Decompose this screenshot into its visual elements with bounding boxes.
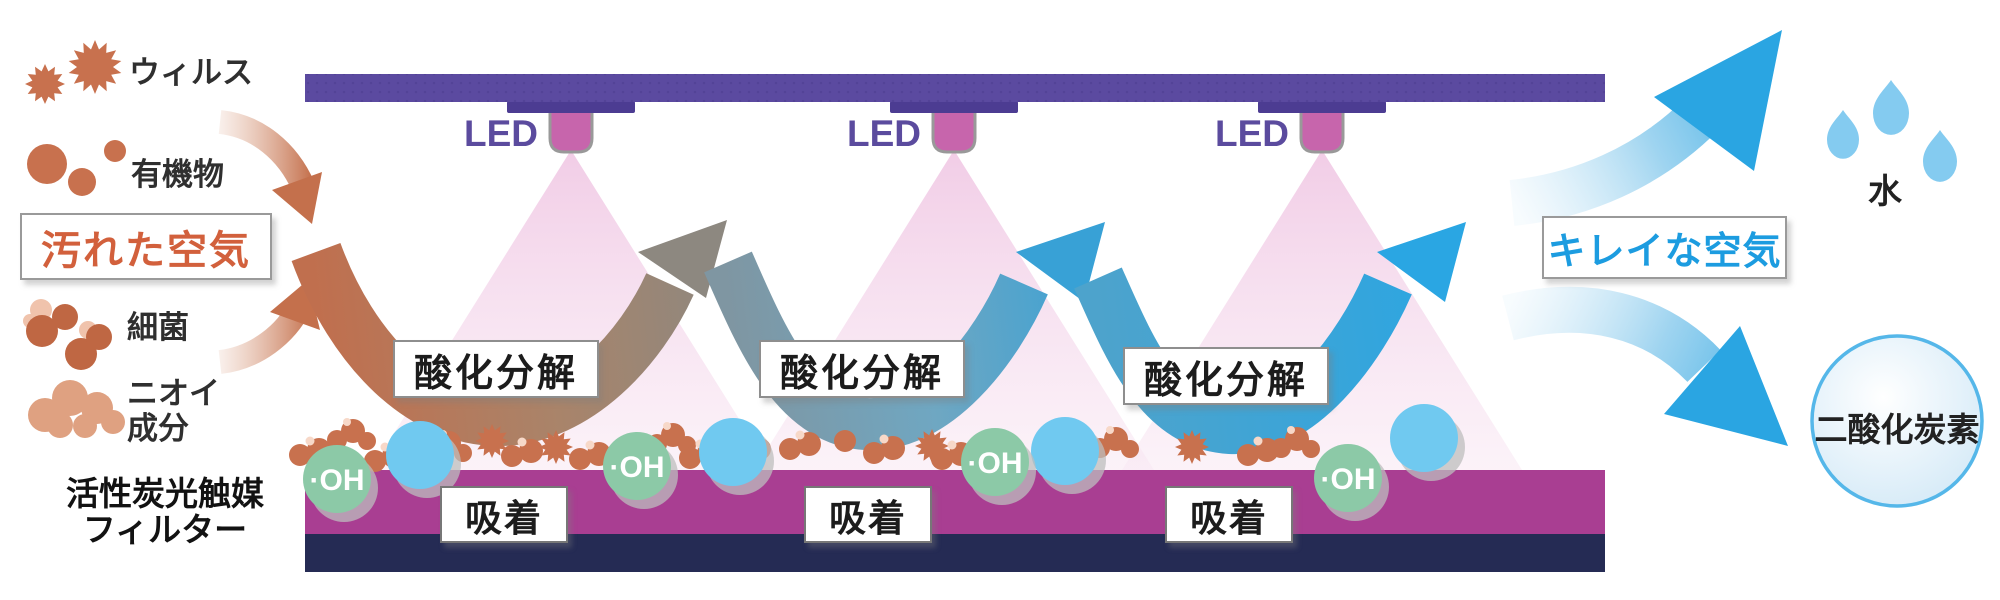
virus-particle <box>475 424 509 458</box>
oh-radical-label: ·OH <box>310 464 365 497</box>
odor-cloud-icon <box>73 414 97 438</box>
oh-radical-icon <box>303 445 371 513</box>
led-mounts <box>507 101 1386 113</box>
organic-matter-icon <box>104 140 126 162</box>
adsorption-label-1: 吸着 <box>465 497 543 539</box>
blue-molecule-icon <box>1390 404 1458 472</box>
water-label: 水 <box>1868 173 1902 211</box>
inlet-arrow-head <box>272 172 322 224</box>
top-led-bar <box>305 74 1605 102</box>
oh-radical-icon <box>603 432 671 500</box>
organic-matter-icon <box>27 144 67 184</box>
water-drop-icon <box>1873 80 1909 135</box>
blue-molecule-icon <box>699 418 767 486</box>
bacteria-icon <box>65 338 97 370</box>
clean-air-up-arrow <box>1509 97 1719 226</box>
virus-particle <box>915 429 949 463</box>
led-label-2: LED <box>847 113 921 154</box>
organic-label: 有機物 <box>131 157 224 192</box>
organic-particle <box>834 430 856 452</box>
virus-particle <box>539 430 573 464</box>
odor-cloud-icon <box>52 380 88 416</box>
virus-icon <box>68 40 122 94</box>
blue-molecule-icon <box>1031 417 1099 485</box>
bacteria-icon <box>86 324 112 350</box>
surface-molecules: ·OH ·OH ·OH ·OH <box>303 404 1465 522</box>
water-drops <box>1827 80 1957 182</box>
water-drop-icon <box>1923 130 1957 182</box>
virus-label: ウィルス <box>129 55 253 90</box>
bacteria-label: 細菌 <box>127 310 189 345</box>
filter-name-line2: フィルター <box>82 511 248 548</box>
airflow-arrows <box>291 220 1466 455</box>
airflow-arrow-1 <box>291 242 694 446</box>
co2-label: 二酸化炭素 <box>1814 411 1980 448</box>
oh-radical-label: ·OH <box>610 451 665 484</box>
airflow-arrow-2-head <box>1016 222 1105 302</box>
organic-particle <box>779 430 821 460</box>
oxidation-label-2: 酸化分解 <box>779 352 944 395</box>
odor-cloud-icon <box>101 410 125 434</box>
oxidation-box-2: 酸化分解 <box>759 340 965 398</box>
oh-radical-label: ·OH <box>1321 463 1376 496</box>
adsorption-label-2: 吸着 <box>829 497 907 539</box>
virus-particle <box>1175 430 1209 464</box>
dirty-air-label: 汚れた空気 <box>41 228 251 273</box>
clean-air-box: キレイな空気 <box>1542 216 1787 279</box>
co2-down-arrow-head <box>1664 326 1788 446</box>
organic-matter-icon <box>68 168 96 196</box>
organic-particle <box>863 434 905 464</box>
co2-circle <box>1810 334 1984 508</box>
output-arrows <box>1502 30 1788 446</box>
odor-label-line1: ニオイ <box>127 376 220 411</box>
inlet-arrow <box>218 110 314 192</box>
organic-particle <box>327 418 376 450</box>
odor-label-line2: 成分 <box>127 410 189 446</box>
dirty-air-box: 汚れた空気 <box>20 213 272 280</box>
bacteria-icon <box>30 299 52 321</box>
airflow-arrow-3 <box>1074 267 1412 455</box>
water-drop-icon <box>1827 110 1859 159</box>
airflow-arrow-2 <box>704 251 1048 451</box>
bacteria-icon <box>52 304 78 330</box>
co2-down-arrow <box>1502 286 1721 383</box>
led-mount <box>890 101 1018 113</box>
led-mount <box>1258 101 1386 113</box>
organic-particle <box>1271 426 1320 458</box>
pollutant-icons <box>23 40 126 438</box>
oxidation-label-3: 酸化分解 <box>1143 359 1308 402</box>
adsorption-box-1: 吸着 <box>440 486 568 543</box>
adsorption-box-2: 吸着 <box>804 486 932 543</box>
filter-name-line1: 活性炭光触媒 <box>66 475 264 512</box>
oxidation-box-1: 酸化分解 <box>393 340 599 398</box>
bacteria-icon <box>26 315 58 347</box>
filter-name-label: 活性炭光触媒 フィルター <box>28 476 302 548</box>
airflow-arrow-1-head <box>638 220 727 298</box>
adsorption-label-3: 吸着 <box>1190 497 1268 539</box>
odor-label: ニオイ 成分 <box>127 376 220 446</box>
oh-radical-label: ·OH <box>968 447 1023 480</box>
clean-air-up-arrow-head <box>1654 30 1782 171</box>
clean-air-label: キレイな空気 <box>1547 231 1782 273</box>
organic-particle <box>1237 436 1279 466</box>
oxidation-box-3: 酸化分解 <box>1123 347 1329 405</box>
oxidation-label-1: 酸化分解 <box>413 352 578 395</box>
blue-molecule-icon <box>386 421 454 489</box>
airflow-arrow-3-head <box>1377 222 1466 302</box>
led-mount <box>507 101 635 113</box>
led-label-3: LED <box>1215 113 1289 154</box>
oh-radical-icon <box>1314 444 1382 512</box>
adsorption-box-3: 吸着 <box>1165 486 1293 543</box>
organic-particle <box>501 437 543 467</box>
oh-radical-icon <box>961 428 1029 496</box>
led-label-1: LED <box>464 113 538 154</box>
virus-icon <box>25 64 65 104</box>
odor-cloud-icon <box>47 412 73 438</box>
